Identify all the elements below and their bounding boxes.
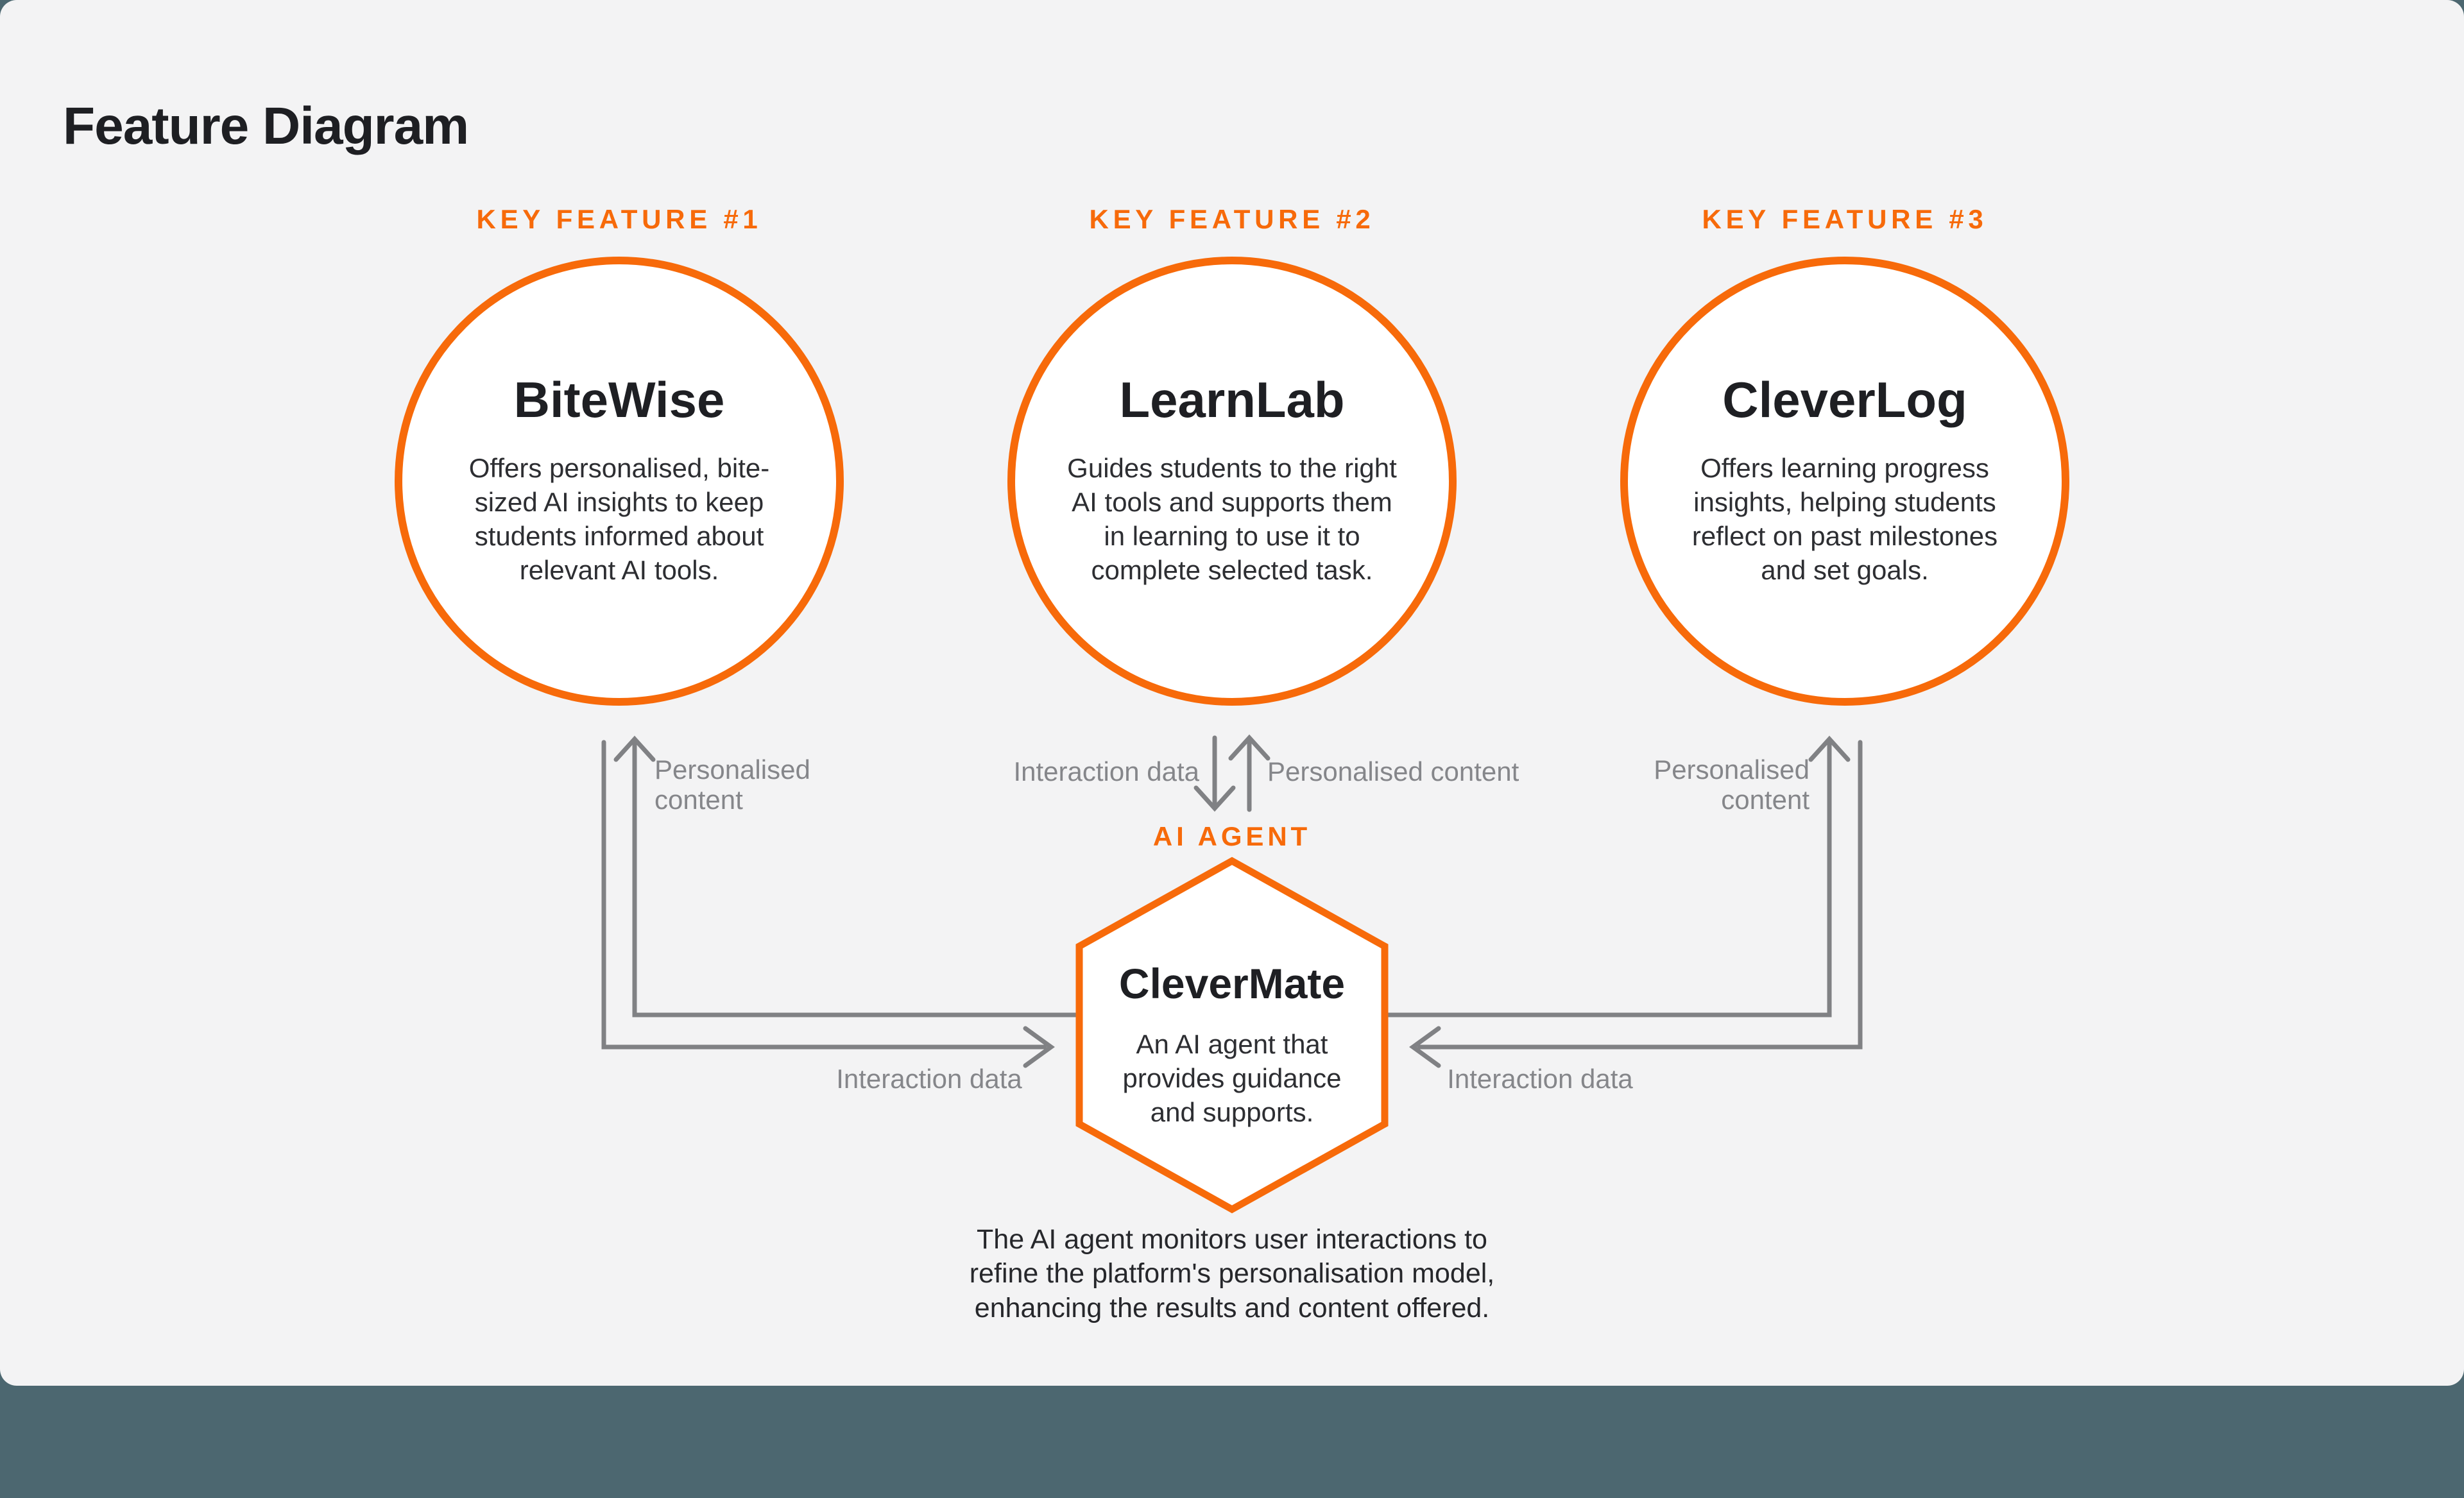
left-interaction-line <box>601 740 1047 1050</box>
feature-1-circle: BiteWise Offers personalised, bite- size… <box>395 257 844 706</box>
feature-3-tag: KEY FEATURE #3 <box>1702 204 1988 234</box>
feature-2-description: Guides students to the right AI tools an… <box>1067 453 1397 585</box>
right-personalised-label: Personalised content <box>1654 754 1810 815</box>
middle-personalised-label: Personalised content <box>1267 756 1519 787</box>
page-title: Feature Diagram <box>63 97 469 155</box>
middle-interaction-arrowhead-icon <box>1194 785 1236 812</box>
right-interaction-arrowhead-icon <box>1409 1026 1441 1068</box>
feature-3-circle: CleverLog Offers learning progress insig… <box>1620 257 2069 706</box>
agent-description: An AI agent that provides guidance and s… <box>1122 1029 1342 1127</box>
feature-1-name: BiteWise <box>513 371 725 429</box>
feature-3-name: CleverLog <box>1722 371 1967 429</box>
feature-2-tag: KEY FEATURE #2 <box>1089 204 1375 234</box>
feature-2-circle: LearnLab Guides students to the right AI… <box>1007 257 1457 706</box>
left-personalised-line <box>632 739 1081 1017</box>
middle-personalised-arrowhead-icon <box>1228 734 1270 761</box>
agent-hexagon <box>1075 856 1389 1214</box>
right-personalised-arrowhead-icon <box>1808 735 1851 762</box>
agent-note: The AI agent monitors user interactions … <box>969 1224 1495 1324</box>
agent-name: CleverMate <box>1118 960 1346 1007</box>
right-interaction-label: Interaction data <box>1447 1064 1633 1094</box>
middle-interaction-label: Interaction data <box>1013 756 1199 787</box>
right-interaction-line <box>1417 740 1863 1050</box>
agent-tag: AI AGENT <box>1152 821 1312 851</box>
left-interaction-arrowhead-icon <box>1023 1026 1055 1068</box>
feature-1-description: Offers personalised, bite- sized AI insi… <box>468 453 770 585</box>
left-personalised-arrowhead-icon <box>613 735 656 762</box>
feature-2-name: LearnLab <box>1119 371 1345 429</box>
right-personalised-line <box>1383 739 1832 1017</box>
left-interaction-label: Interaction data <box>836 1064 1022 1094</box>
feature-1-tag: KEY FEATURE #1 <box>476 204 762 234</box>
left-personalised-label: Personalised content <box>654 754 810 815</box>
feature-3-description: Offers learning progress insights, helpi… <box>1691 453 1998 585</box>
